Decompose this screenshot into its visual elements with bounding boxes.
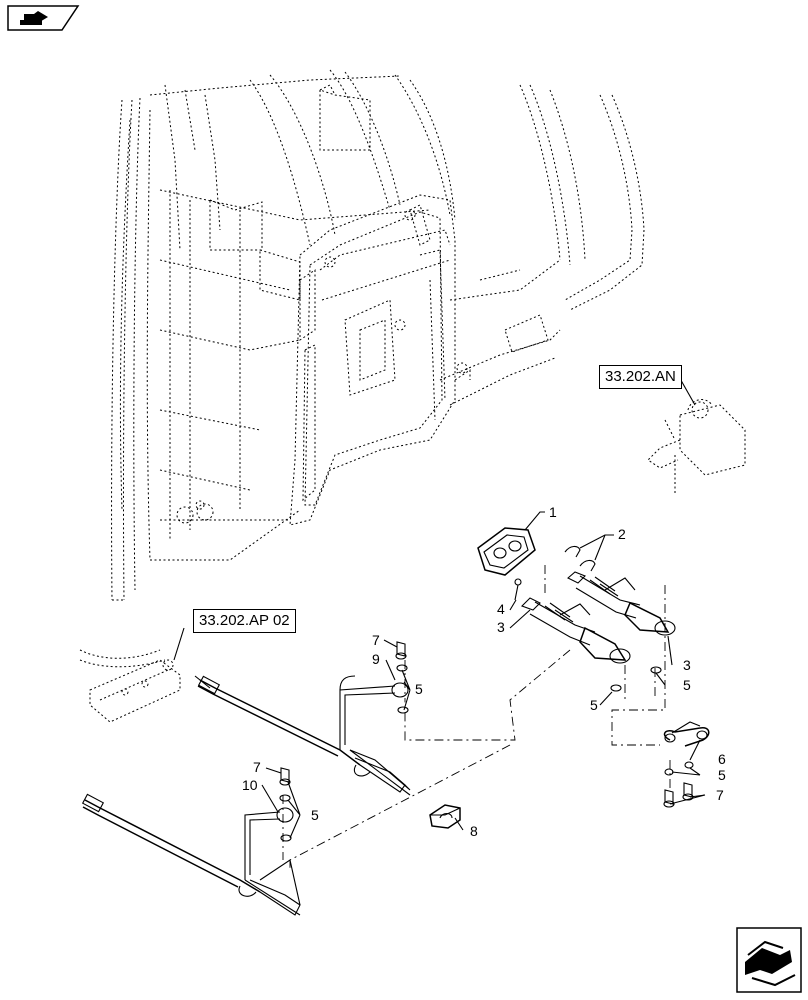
callout-5-right: 5 — [718, 767, 726, 783]
return-to-index-icon[interactable] — [7, 5, 80, 31]
reference-33-202-an[interactable]: 33.202.AN — [599, 365, 682, 389]
callout-3-left: 3 — [497, 619, 505, 635]
part-7-screws-right — [663, 782, 694, 808]
part-5-washers-cylinders — [610, 666, 662, 692]
callout-5-lower-pipe: 5 — [311, 807, 319, 823]
callout-5-lower-cylinder: 5 — [590, 697, 598, 713]
part-10-fittings — [279, 767, 292, 842]
reference-an-group — [647, 374, 746, 495]
part-9-fittings — [395, 641, 409, 714]
callout-7-right: 7 — [716, 787, 724, 803]
callout-7-lower: 7 — [253, 759, 261, 775]
part-3-cylinder-lower — [521, 597, 631, 664]
callout-1: 1 — [549, 504, 557, 520]
reference-ap-group — [79, 627, 185, 723]
part-9-brake-pipe — [194, 675, 411, 796]
callout-8: 8 — [470, 823, 478, 839]
callout-5-upper-pipe: 5 — [415, 681, 423, 697]
cab-frame-outline — [111, 69, 645, 601]
part-6-tube — [663, 721, 710, 747]
reference-33-202-ap-02[interactable]: 33.202.AP 02 — [193, 609, 296, 633]
callout-5-cylinder: 5 — [683, 677, 691, 693]
part-3-cylinder-upper — [567, 571, 676, 636]
reservoir-assembly — [647, 399, 746, 495]
callout-10: 10 — [242, 777, 258, 793]
callout-6: 6 — [718, 751, 726, 767]
callout-3-right: 3 — [683, 657, 691, 673]
callout-2: 2 — [618, 526, 626, 542]
part-2-clips — [564, 545, 596, 572]
part-8-clamp — [429, 804, 461, 829]
next-page-icon[interactable] — [736, 927, 802, 993]
part-10-brake-pipe — [81, 793, 301, 916]
callout-9: 9 — [372, 651, 380, 667]
leader-lines — [261, 511, 706, 839]
callout-4: 4 — [497, 601, 505, 617]
callout-labels: 1 2 3 3 4 5 5 5 5 5 6 7 7 7 8 9 10 — [242, 504, 726, 839]
part-1-gasket — [477, 527, 536, 576]
callout-7-upper: 7 — [372, 632, 380, 648]
part-4-pin — [514, 578, 522, 601]
